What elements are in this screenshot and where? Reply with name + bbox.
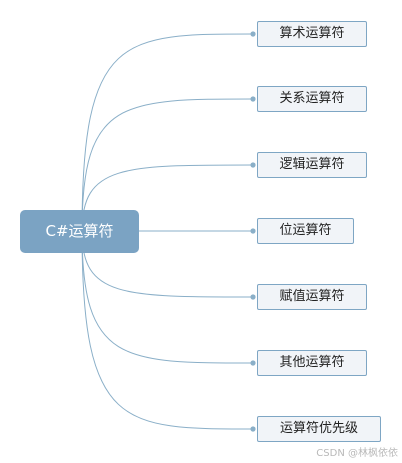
connector-dot — [250, 96, 256, 102]
connector-dot — [250, 360, 256, 366]
connector-dot — [250, 228, 256, 234]
connector-dot — [250, 162, 256, 168]
branch-node-other[interactable]: 其他运算符 — [257, 350, 367, 376]
branch-node-logical[interactable]: 逻辑运算符 — [257, 152, 367, 178]
branch-node-precedence[interactable]: 运算符优先级 — [257, 416, 381, 442]
branch-node-arithmetic[interactable]: 算术运算符 — [257, 21, 367, 47]
connector-line — [81, 33, 254, 232]
watermark: CSDN @林枫依依 — [316, 448, 398, 459]
connector-dot — [250, 294, 256, 300]
connector-line — [81, 98, 254, 232]
connector-line — [81, 231, 254, 298]
connector-dot — [250, 31, 256, 37]
branch-node-bitwise[interactable]: 位运算符 — [257, 218, 354, 244]
branch-node-assignment[interactable]: 赋值运算符 — [257, 284, 367, 310]
connector-line — [81, 231, 254, 430]
connector-line — [81, 231, 254, 364]
branch-node-relational[interactable]: 关系运算符 — [257, 86, 367, 112]
root-node[interactable]: C#运算符 — [20, 210, 139, 253]
connector-dot — [250, 426, 256, 432]
connector-line — [81, 164, 254, 232]
